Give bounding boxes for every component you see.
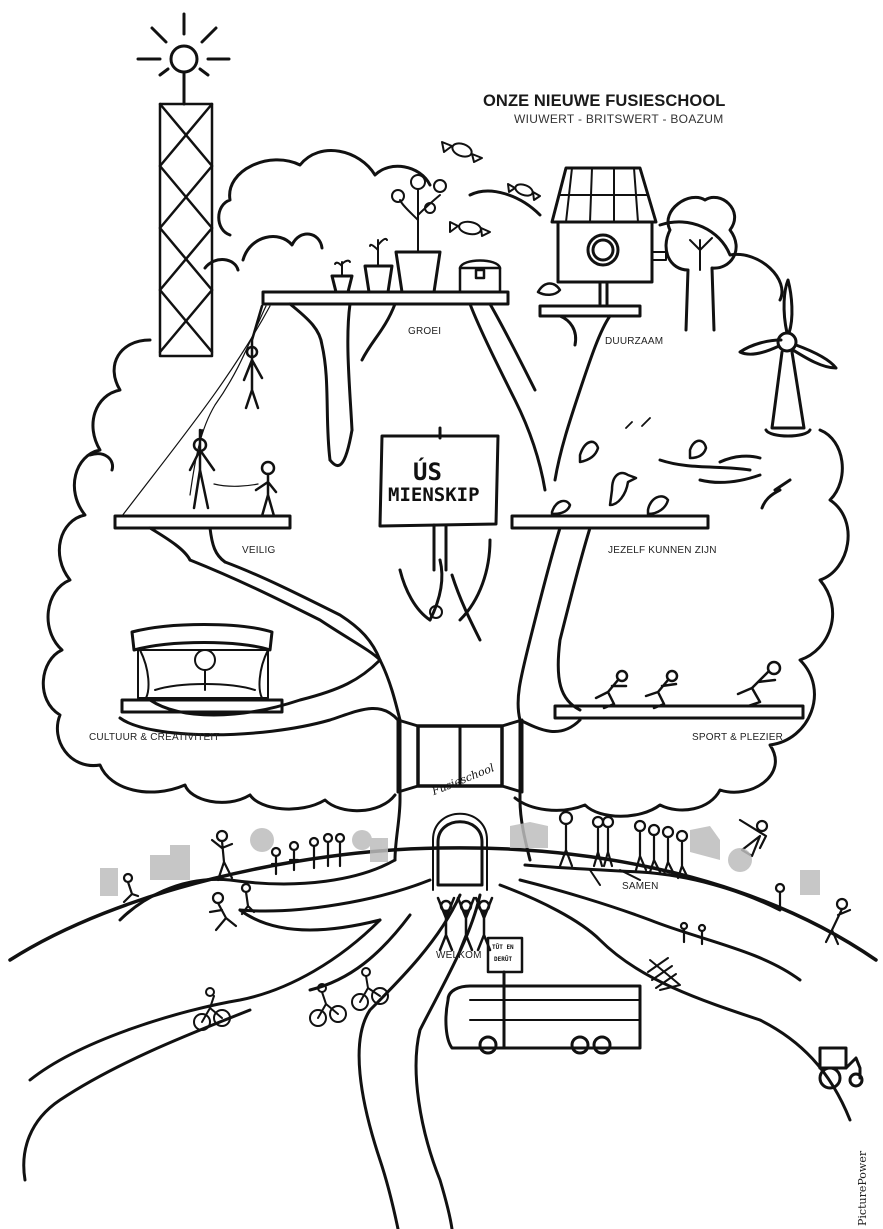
treasure-chest-icon xyxy=(458,259,502,294)
label-welkom: WELKOM xyxy=(436,950,482,961)
birdhouse-icon xyxy=(550,166,667,306)
label-groei: GROEI xyxy=(408,326,442,337)
tractor-icon xyxy=(818,1046,864,1090)
cyclist-icon xyxy=(193,967,389,1031)
bird-icon xyxy=(536,282,708,516)
label-jezelf: JEZELF KUNNEN ZIJN xyxy=(608,545,717,556)
theater-stage-icon xyxy=(130,623,274,699)
wind-turbine-icon xyxy=(738,278,838,438)
window-icon xyxy=(396,718,524,794)
page-title: ONZE NIEUWE FUSIESCHOOL xyxy=(483,92,726,110)
sun-icon xyxy=(136,12,231,106)
shelf-veilig xyxy=(113,514,292,530)
lattice-tower-icon xyxy=(158,102,214,358)
artist-credit: PicturePower xyxy=(856,1150,869,1226)
candy-icon xyxy=(441,141,541,237)
school-door xyxy=(432,812,488,891)
shelf-jezelf xyxy=(510,514,710,530)
tree-crown xyxy=(41,149,850,818)
shelf-sport xyxy=(553,704,805,720)
bus-stop-line-2: DERÛT xyxy=(494,956,513,963)
bus-stop-line-1: TÛT EN xyxy=(492,944,514,951)
shelf-groei xyxy=(261,290,510,306)
community-sign xyxy=(378,426,500,572)
bus-icon xyxy=(444,984,642,1055)
label-veilig: VEILIG xyxy=(242,545,276,556)
sign-line-2: MIENSKIP xyxy=(388,484,480,506)
sign-line-1: ÚS xyxy=(413,458,442,486)
shelf-cultuur xyxy=(120,698,284,714)
tree-trunk xyxy=(188,558,402,722)
page-subtitle: WIUWERT - BRITSWERT - BOAZUM xyxy=(514,112,724,126)
label-samen: SAMEN xyxy=(622,881,659,892)
label-duurzaam: DUURZAAM xyxy=(605,336,664,347)
label-sport: SPORT & PLEZIER xyxy=(692,732,783,743)
bus-stop-sign xyxy=(486,936,524,1050)
flower-pot-icon xyxy=(330,174,447,294)
label-cultuur: CULTUUR & CREATIVITEIT xyxy=(89,732,220,743)
shelf-duurzaam xyxy=(538,304,642,318)
